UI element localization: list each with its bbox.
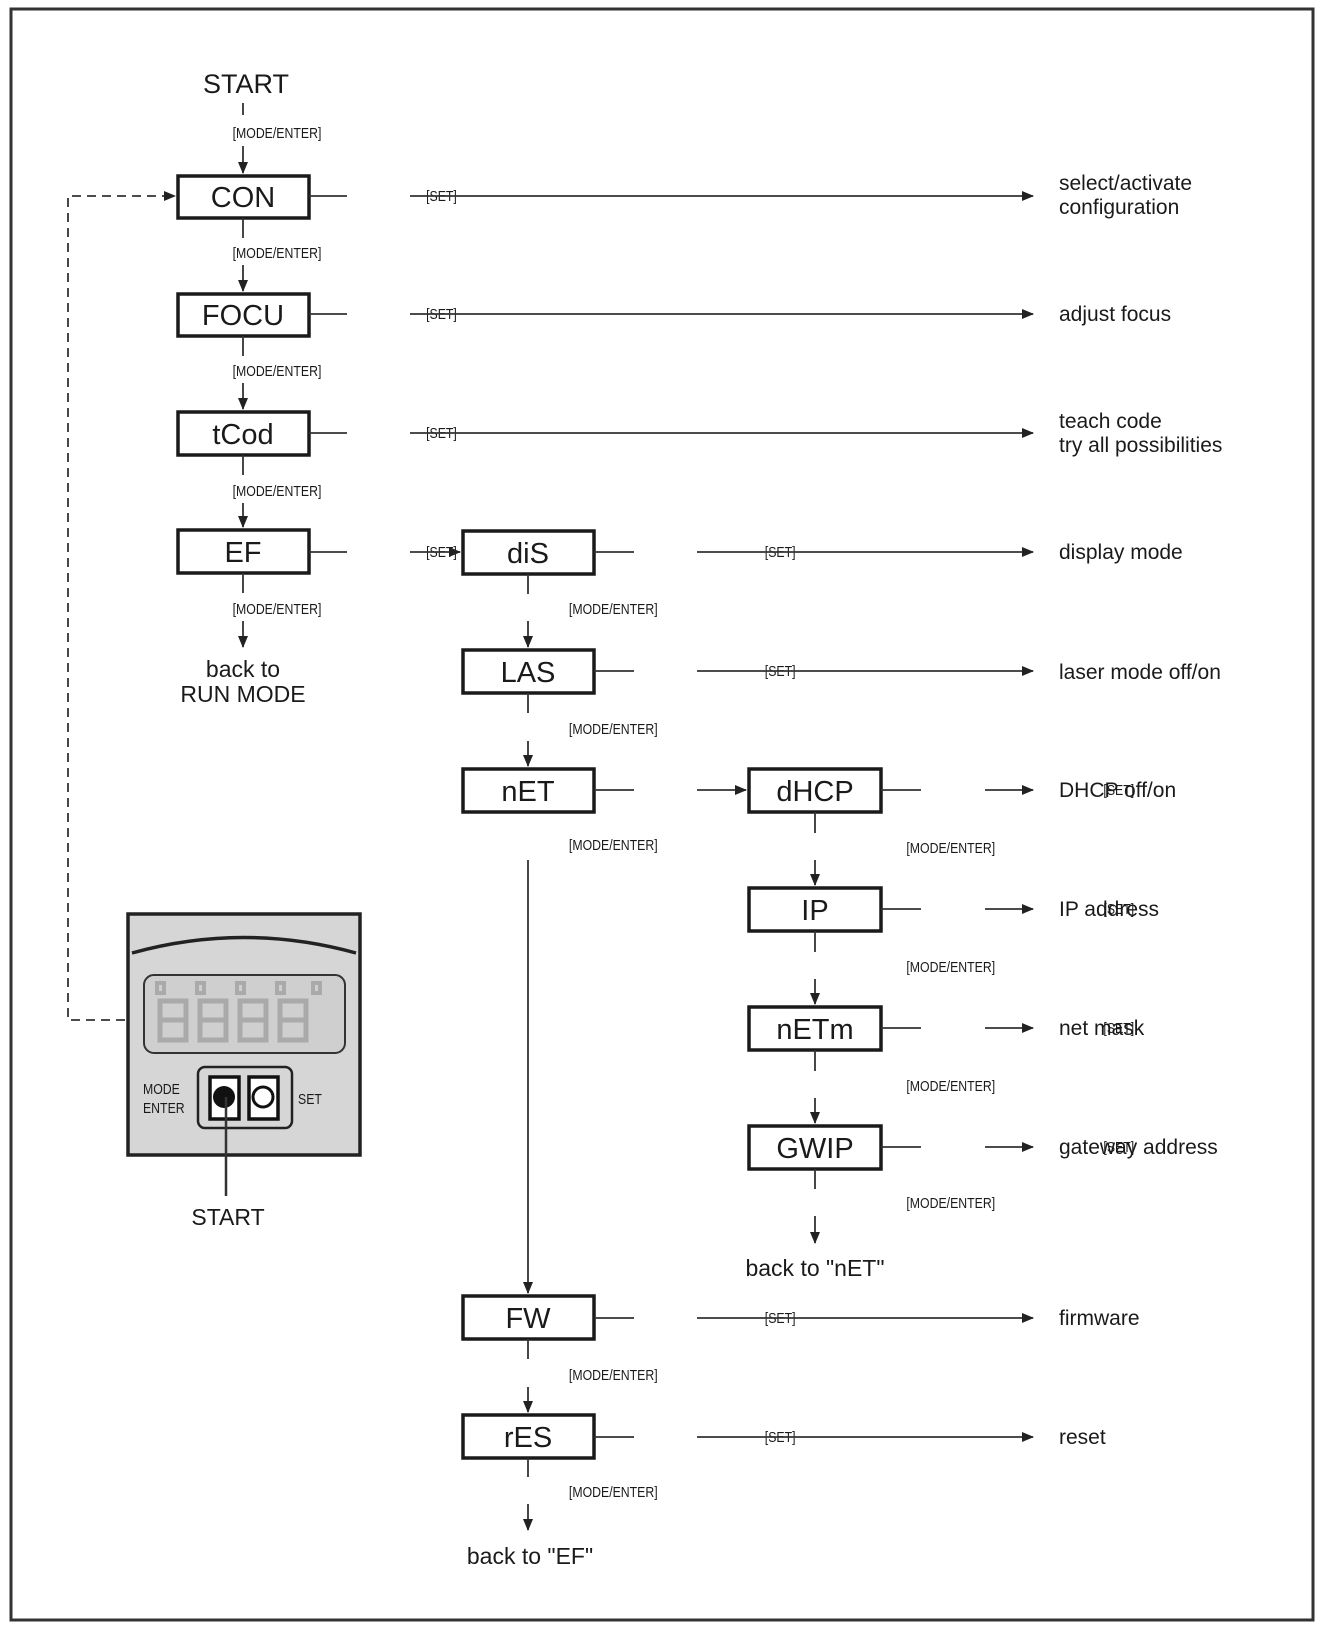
back-to-run-mode-line1: back to (206, 656, 280, 682)
ef-column: diS [MODE/ENTER] LAS [MODE/ENTER] nET [M… (461, 529, 658, 1569)
mode-enter-label: [MODE/ENTER] (569, 1367, 658, 1383)
set-button-ring (251, 1085, 275, 1109)
menu-box-ip[interactable]: IP (747, 886, 883, 933)
mode-enter-label: [MODE/ENTER] (906, 1078, 995, 1094)
menu-code: rES (504, 1422, 552, 1454)
menu-code: dHCP (776, 776, 853, 808)
menu-code: GWIP (776, 1133, 853, 1165)
mode-enter-label: [MODE/ENTER] (233, 363, 322, 379)
set-button[interactable] (247, 1075, 280, 1121)
mode-enter-label: [MODE/ENTER] (569, 837, 658, 853)
device-enter-label: ENTER (143, 1100, 185, 1116)
menu-code: nET (501, 776, 554, 808)
mode-enter-label: [MODE/ENTER] (569, 601, 658, 617)
mode-enter-label: [MODE/ENTER] (906, 840, 995, 856)
desc-tcod-line2: try all possibilities (1059, 434, 1222, 457)
return-dashed-line (67, 195, 173, 1021)
net-set-arrows: [SET] [SET] [SET] [SET] (881, 782, 1134, 1155)
menu-code: FOCU (202, 300, 284, 332)
desc-res: reset (1059, 1426, 1106, 1449)
desc-netm: net mask (1059, 1017, 1145, 1040)
menu-code: IP (801, 895, 828, 927)
menu-box-res[interactable]: rES (461, 1413, 596, 1460)
main-column: [MODE/ENTER] CON [MODE/ENTER] FOCU [MODE… (176, 103, 322, 707)
back-to-net: back to "nET" (745, 1255, 884, 1281)
device-set-label: SET (298, 1091, 322, 1107)
net-column: dHCP [MODE/ENTER] IP [MODE/ENTER] nETm [… (745, 767, 995, 1281)
segment-display (143, 974, 346, 1054)
set-label: [SET] (1103, 1020, 1134, 1036)
main-set-arrows: [SET] [SET] [SET] [SET] (309, 188, 1034, 560)
menu-code: nETm (776, 1014, 853, 1046)
desc-fw: firmware (1059, 1307, 1140, 1330)
desc-las: laser mode off/on (1059, 661, 1221, 684)
menu-box-fw[interactable]: FW (461, 1294, 596, 1341)
desc-tcod-line1: teach code (1059, 410, 1162, 433)
menu-code: LAS (501, 657, 556, 689)
back-to-ef: back to "EF" (467, 1543, 593, 1569)
mode-enter-label: [MODE/ENTER] (906, 1195, 995, 1211)
set-label: [SET] (1103, 901, 1134, 917)
mode-enter-label: [MODE/ENTER] (233, 245, 322, 261)
menu-box-tcod[interactable]: tCod (176, 410, 311, 457)
mode-enter-label: [MODE/ENTER] (233, 483, 322, 499)
mode-enter-button[interactable] (208, 1075, 241, 1121)
menu-box-focu[interactable]: FOCU (176, 292, 311, 338)
set-label: [SET] (1103, 1139, 1134, 1155)
menu-box-con[interactable]: CON (176, 174, 311, 220)
mode-enter-label: [MODE/ENTER] (906, 959, 995, 975)
back-to-run-mode-line2: RUN MODE (180, 681, 305, 707)
desc-ip: IP address (1059, 898, 1159, 921)
device-start-label: START (191, 1204, 264, 1230)
mode-enter-label: [MODE/ENTER] (569, 1484, 658, 1500)
desc-con-line2: configuration (1059, 196, 1179, 219)
desc-gwip: gateway address (1059, 1136, 1218, 1159)
device-illustration: MODE ENTER SET (126, 912, 362, 1157)
start-label: START (203, 69, 289, 99)
menu-box-dhcp[interactable]: dHCP (747, 767, 883, 814)
menu-code: diS (507, 538, 549, 570)
mode-enter-button-dot (213, 1086, 235, 1108)
menu-box-dis[interactable]: diS (461, 529, 596, 576)
set-label: [SET] (1103, 782, 1134, 798)
desc-dis: display mode (1059, 541, 1183, 564)
mode-enter-label: [MODE/ENTER] (233, 601, 322, 617)
menu-box-netm[interactable]: nETm (747, 1005, 883, 1052)
return-arrowhead (164, 191, 176, 201)
desc-dhcp: DHCP off/on (1059, 779, 1176, 802)
diagram-frame (9, 7, 1315, 1622)
mode-enter-label: [MODE/ENTER] (569, 721, 658, 737)
menu-code: tCod (212, 419, 273, 451)
device-mode-label: MODE (143, 1081, 180, 1097)
mode-enter-label: [MODE/ENTER] (233, 125, 322, 141)
menu-code: FW (505, 1303, 551, 1335)
menu-code: CON (211, 182, 275, 214)
menu-box-las[interactable]: LAS (461, 648, 596, 695)
desc-con-line1: select/activate (1059, 172, 1192, 195)
desc-focu: adjust focus (1059, 303, 1171, 326)
menu-code: EF (224, 537, 261, 569)
menu-box-net[interactable]: nET (461, 767, 596, 814)
menu-box-ef[interactable]: EF (176, 528, 311, 575)
menu-box-gwip[interactable]: GWIP (747, 1124, 883, 1171)
